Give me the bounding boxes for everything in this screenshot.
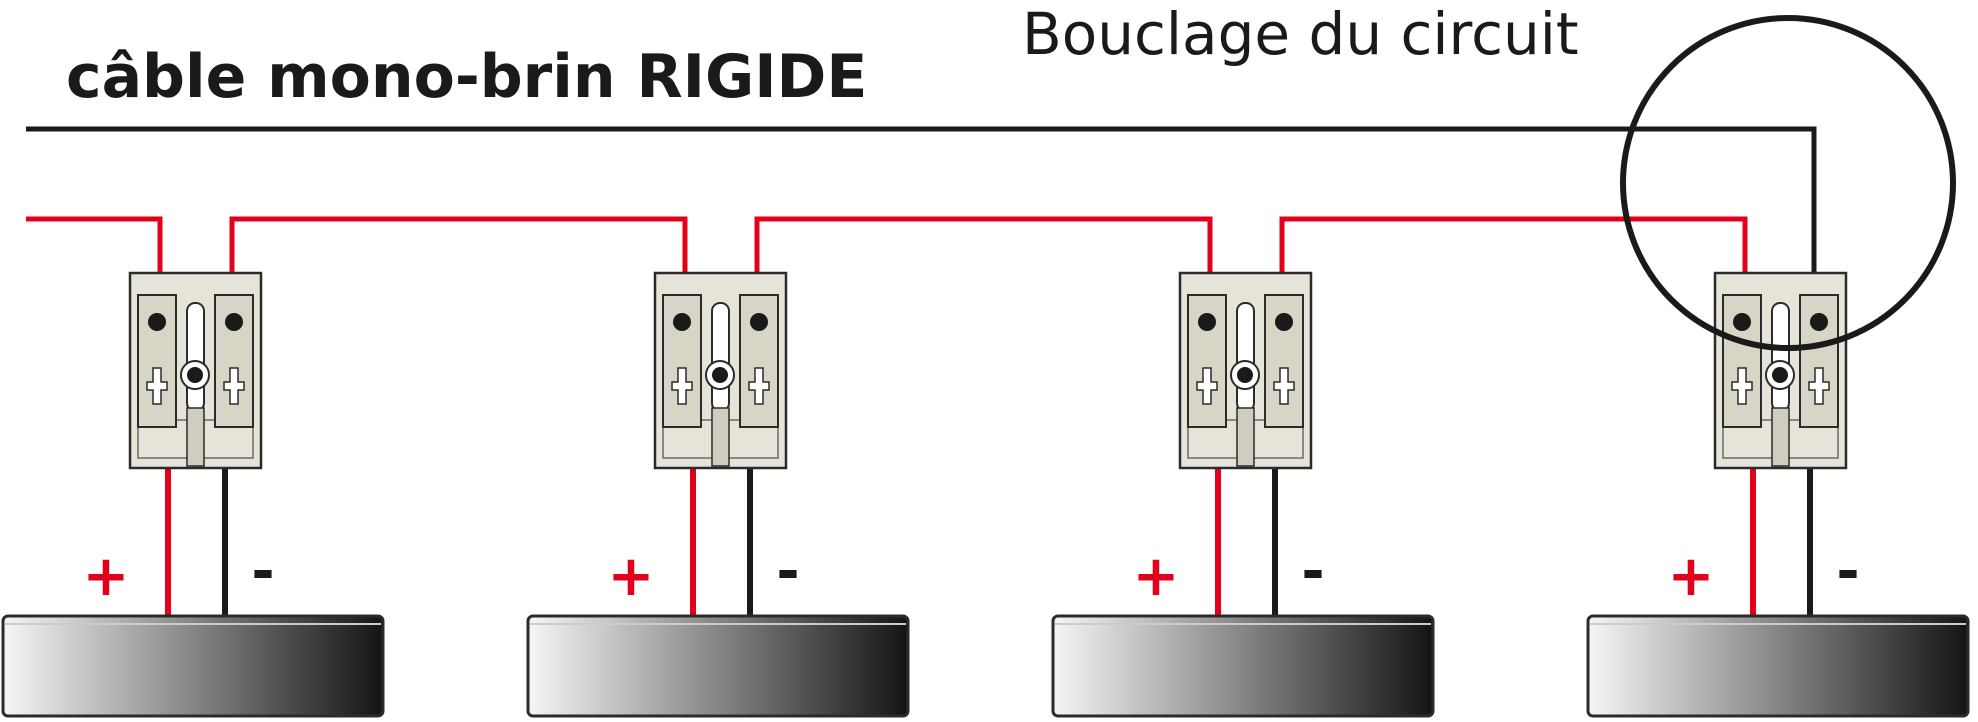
- positive-sign: +: [1668, 544, 1715, 609]
- left-terminal-hole: [673, 313, 691, 331]
- positive-chain-wire: [1279, 216, 1748, 275]
- positive-chain-wire: [229, 216, 688, 275]
- light-fixture: [1586, 614, 1970, 718]
- release-pin: [187, 367, 203, 383]
- wires: [26, 126, 1817, 275]
- left-clamp: [1196, 367, 1218, 405]
- positive-sign: +: [83, 544, 130, 609]
- positive-sign: +: [608, 544, 655, 609]
- release-tab: [711, 407, 730, 467]
- release-pin: [1237, 367, 1253, 383]
- device-3: +-: [1051, 271, 1435, 718]
- right-terminal-hole: [750, 313, 768, 331]
- left-clamp: [671, 367, 693, 405]
- right-clamp: [1808, 367, 1830, 405]
- devices: +-+-+-+-: [1, 271, 1970, 718]
- release-tab: [186, 407, 205, 467]
- loop-highlight-circle: [1620, 15, 1956, 351]
- device-4: +-: [1586, 271, 1970, 718]
- right-clamp: [748, 367, 770, 405]
- positive-chain-wire: [754, 216, 1213, 275]
- release-pin: [1772, 367, 1788, 383]
- right-clamp: [1273, 367, 1295, 405]
- device-1: +-: [1, 271, 385, 718]
- right-terminal-hole: [1810, 313, 1828, 331]
- release-slot: [711, 302, 730, 412]
- right-clamp: [223, 367, 245, 405]
- left-clamp: [1731, 367, 1753, 405]
- right-terminal-hole: [1275, 313, 1293, 331]
- negative-sign: -: [251, 539, 274, 604]
- release-slot: [1236, 302, 1255, 412]
- right-terminal-slot: [214, 294, 254, 428]
- left-terminal-hole: [1198, 313, 1216, 331]
- negative-sign: -: [1301, 539, 1324, 604]
- release-tab: [1771, 407, 1790, 467]
- positive-sign: +: [1133, 544, 1180, 609]
- left-clamp: [146, 367, 168, 405]
- light-fixture: [526, 614, 910, 718]
- left-terminal-hole: [148, 313, 166, 331]
- light-fixture: [1, 614, 385, 718]
- terminal-connector: [1178, 271, 1313, 470]
- terminal-connector: [128, 271, 263, 470]
- release-pin: [712, 367, 728, 383]
- terminal-connector: [653, 271, 788, 470]
- terminal-connector: [1713, 271, 1848, 470]
- negative-bus-cable: [26, 126, 1817, 275]
- left-terminal-hole: [1733, 313, 1751, 331]
- diagram-title: câble mono-brin RIGIDE: [66, 42, 867, 112]
- release-slot: [186, 302, 205, 412]
- release-tab: [1236, 407, 1255, 467]
- device-2: +-: [526, 271, 910, 718]
- loop-annotation: Bouclage du circuit: [1022, 0, 1579, 68]
- negative-sign: -: [1836, 539, 1859, 604]
- light-fixture: [1051, 614, 1435, 718]
- release-slot: [1771, 302, 1790, 412]
- positive-feed-wire: [26, 216, 163, 275]
- right-terminal-hole: [225, 313, 243, 331]
- negative-sign: -: [776, 539, 799, 604]
